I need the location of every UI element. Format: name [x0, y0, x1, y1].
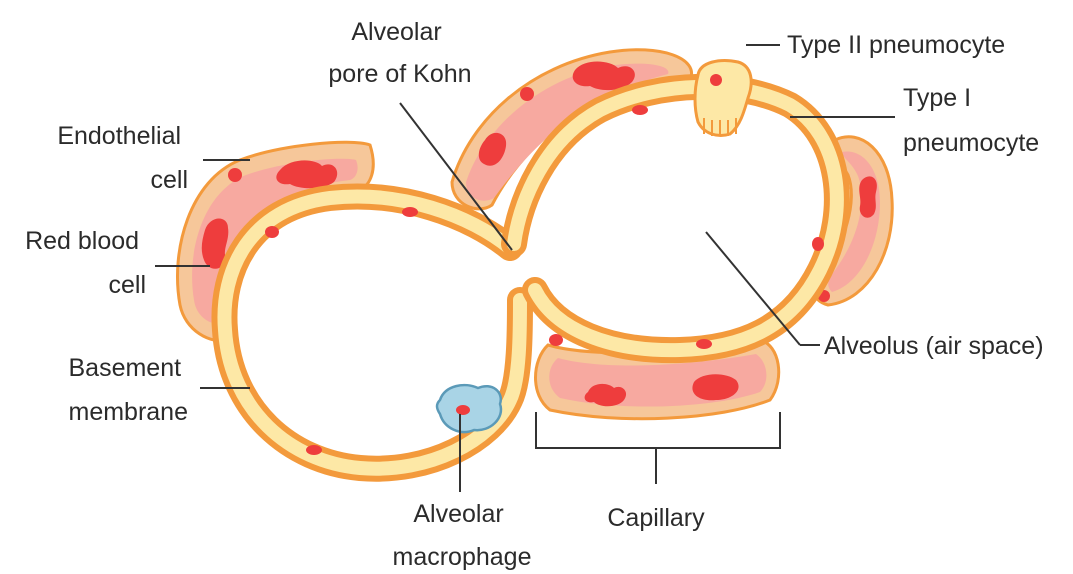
label-type-i-pneumocyte: Type I pneumocyte: [903, 84, 1039, 157]
type-ii-pneumocyte: [695, 61, 751, 136]
label-alveolar-pore: Alveolar pore of Kohn: [328, 18, 471, 88]
label-alveolus: Alveolus (air space): [824, 332, 1044, 360]
type-ii-pneumocyte-nucleus: [710, 74, 722, 86]
alveolar-macrophage-nucleus: [456, 405, 470, 415]
wall-nucleus: [549, 334, 563, 346]
wall-nucleus: [306, 445, 322, 455]
wall-nucleus: [402, 207, 418, 217]
label-red-blood-cell: Red blood cell: [25, 227, 146, 299]
label-capillary: Capillary: [607, 504, 705, 532]
wall-nucleus: [632, 105, 648, 115]
red-blood-cell: [520, 87, 534, 101]
wall-nucleus: [812, 237, 824, 251]
label-endothelial-cell: Endothelial cell: [57, 122, 188, 194]
wall-nucleus: [696, 339, 712, 349]
label-type-ii-pneumocyte: Type II pneumocyte: [787, 31, 1005, 59]
red-blood-cell: [859, 176, 877, 217]
label-alveolar-macrophage: Alveolar macrophage: [393, 500, 532, 571]
capillary-bracket: [536, 412, 780, 484]
wall-nucleus: [265, 226, 279, 238]
red-blood-cell: [228, 168, 242, 182]
alveolar-macrophage: [437, 385, 501, 432]
right-alveolus-wall: [514, 87, 837, 350]
label-basement-membrane: Basement membrane: [68, 354, 188, 426]
